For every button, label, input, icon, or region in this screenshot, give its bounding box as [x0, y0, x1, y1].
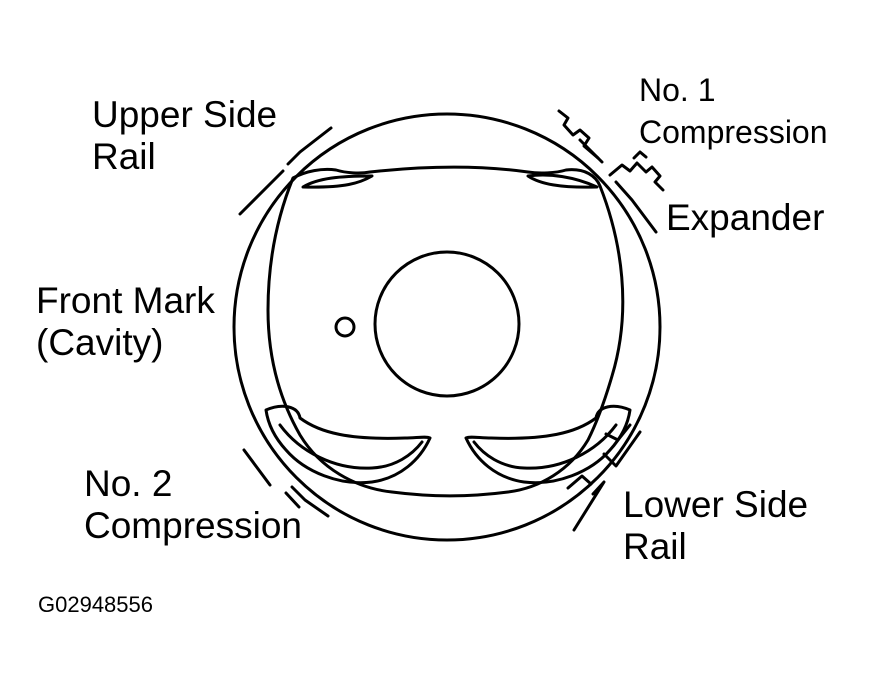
no2-compression-gap-3 [284, 491, 301, 509]
upper-left-valve-relief [301, 174, 374, 189]
piston-crown-outline [266, 165, 625, 498]
lower-right-valve-relief [464, 404, 632, 485]
lower-side-rail-line2: Rail [623, 526, 687, 567]
upper-side-rail-gap-2 [286, 126, 333, 166]
front-mark-cavity [334, 316, 356, 338]
expander-label: Expander [666, 197, 824, 239]
lower-left-relief-inner [278, 423, 424, 470]
no1-compression-label: No. 1 Compression [639, 69, 828, 153]
no2-compression-gap-2 [290, 485, 330, 518]
figure-code: G02948556 [38, 592, 153, 617]
front-mark-line1: Front Mark [36, 280, 215, 321]
upper-side-rail-line2: Rail [92, 136, 156, 177]
lower-side-rail-label: Lower Side Rail [623, 484, 808, 568]
upper-side-rail-gap [238, 169, 285, 216]
no2-compression-gap [242, 448, 272, 487]
no1-compression-line2: Compression [639, 114, 828, 150]
lower-side-rail-line1: Lower Side [623, 484, 809, 525]
no1-compression-gap-2 [578, 138, 604, 164]
no2-compression-line2: Compression [84, 505, 302, 546]
expander-text: Expander [666, 197, 825, 238]
lower-right-relief-inner [472, 423, 618, 470]
upper-right-valve-relief [526, 173, 599, 189]
lower-side-rail-gap [604, 423, 632, 442]
combustion-bowl [373, 250, 521, 398]
front-mark-line2: (Cavity) [36, 322, 164, 363]
ring-gap-marks [238, 109, 665, 532]
no1-compression-line1: No. 1 [639, 72, 716, 108]
expander-gap-3 [632, 150, 648, 160]
piston-outer-circle [232, 112, 662, 542]
upper-side-rail-line1: Upper Side [92, 94, 278, 135]
no2-compression-line1: No. 2 [84, 463, 173, 504]
lower-side-rail-gap-4 [572, 480, 606, 532]
expander-gap [608, 161, 665, 192]
front-mark-label: Front Mark (Cavity) [36, 280, 215, 364]
upper-side-rail-label: Upper Side Rail [92, 94, 277, 178]
no2-compression-label: No. 2 Compression [84, 463, 302, 547]
lower-left-valve-relief [264, 404, 432, 485]
expander-gap-2 [614, 180, 658, 234]
lower-side-rail-gap-2 [602, 430, 642, 468]
lower-side-rail-gap-3 [566, 474, 593, 490]
